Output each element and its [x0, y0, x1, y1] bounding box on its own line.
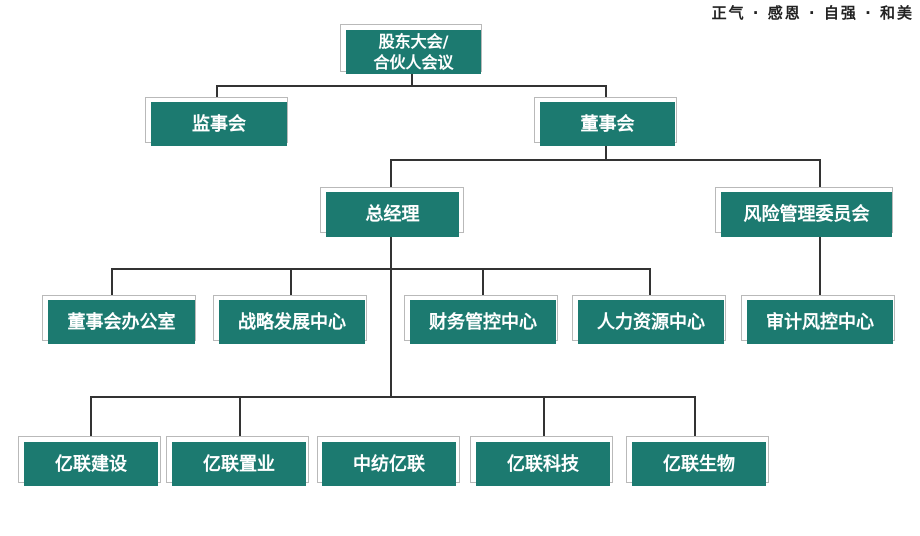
- connector-shareholders: [216, 74, 607, 100]
- node-board-office: 董事会办公室: [48, 300, 195, 344]
- connector-board: [390, 146, 821, 191]
- node-general-manager: 总经理: [326, 192, 459, 237]
- connector-gm-subsidiaries: [90, 269, 696, 438]
- shareholders-line-1: 股东大会/: [378, 32, 449, 51]
- node-board-of-directors: 董事会: [540, 102, 675, 146]
- node-risk-management-committee: 风险管理委员会: [721, 192, 892, 237]
- node-yilian-real-estate: 亿联置业: [172, 442, 306, 486]
- node-shareholders-meeting: 股东大会/ 合伙人会议: [346, 30, 481, 74]
- node-audit-risk-control-center: 审计风控中心: [747, 300, 893, 344]
- company-motto: 正气 · 感恩 · 自强 · 和美: [711, 4, 914, 22]
- node-supervisory-board: 监事会: [151, 102, 287, 146]
- node-strategy-development-center: 战略发展中心: [219, 300, 365, 344]
- node-yilian-construction: 亿联建设: [24, 442, 158, 486]
- shareholders-line-2: 合伙人会议: [373, 53, 454, 72]
- connector-gm-departments: [111, 237, 651, 297]
- node-human-resources-center: 人力资源中心: [578, 300, 724, 344]
- node-yilian-biotech: 亿联生物: [632, 442, 766, 486]
- node-finance-control-center: 财务管控中心: [410, 300, 556, 344]
- node-zhongfang-yilian: 中纺亿联: [322, 442, 456, 486]
- node-yilian-technology: 亿联科技: [476, 442, 610, 486]
